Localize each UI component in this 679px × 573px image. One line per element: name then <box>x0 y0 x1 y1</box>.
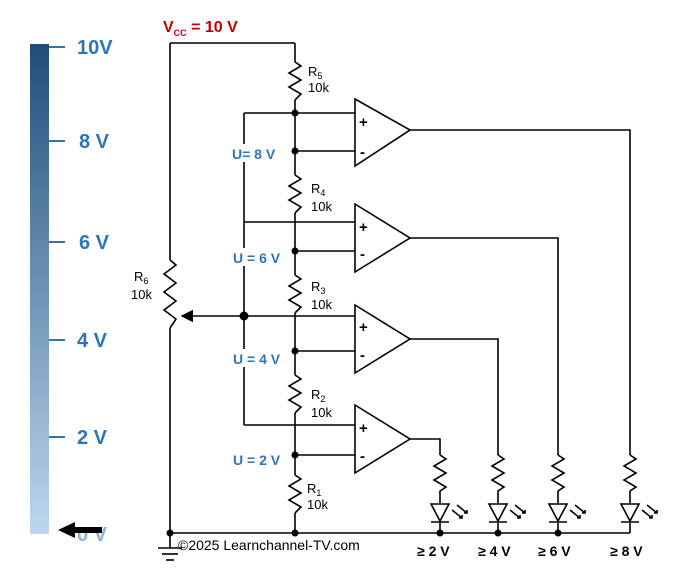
led-2v-icon <box>429 503 468 523</box>
scale-label-6: 6 V <box>79 232 110 254</box>
potentiometer-r6-icon <box>162 259 178 329</box>
svg-text:10k: 10k <box>131 287 152 302</box>
svg-text:R6: R6 <box>134 269 148 286</box>
comparator-8v: + - <box>354 97 412 168</box>
led-8v-icon <box>619 503 658 523</box>
svg-text:10k: 10k <box>311 199 332 214</box>
voltage-scale: 10V 8 V 6 V 4 V 2 V 0 V <box>30 37 113 546</box>
svg-text:R5: R5 <box>308 64 322 81</box>
tap-label-6v: U = 6 V <box>233 250 281 266</box>
svg-text:R4: R4 <box>311 181 325 198</box>
svg-text:R2: R2 <box>311 387 325 404</box>
resistor-r3-label: R3 10k <box>311 279 332 312</box>
vcc-label: VCC = 10 V <box>163 19 238 38</box>
svg-text:+: + <box>359 319 368 336</box>
svg-text:-: - <box>360 144 365 161</box>
led-6v-icon <box>547 503 586 523</box>
scale-label-2: 2 V <box>77 427 108 449</box>
scale-label-10: 10V <box>77 37 113 59</box>
svg-text:R3: R3 <box>311 279 325 296</box>
tap-label-4v: U = 4 V <box>233 351 281 367</box>
resistor-r5-label: R5 10k <box>308 64 329 95</box>
svg-text:+: + <box>359 420 368 437</box>
scale-label-8: 8 V <box>79 131 110 153</box>
resistor-r2-label: R2 10k <box>311 387 332 420</box>
comparator-6v: + - <box>354 202 412 274</box>
scale-label-4: 4 V <box>77 330 108 352</box>
svg-text:10k: 10k <box>307 497 328 512</box>
svg-text:+: + <box>359 114 368 131</box>
resistor-r1-label: R1 10k <box>307 481 328 512</box>
junctions <box>166 109 562 537</box>
wiring <box>158 42 631 561</box>
potentiometer-r6-label: R6 10k <box>131 269 152 302</box>
svg-text:10k: 10k <box>311 405 332 420</box>
comparator-2v: + - <box>354 403 412 475</box>
comparator-4v: + - <box>354 303 412 375</box>
tap-label-2v: U = 2 V <box>233 452 281 468</box>
resistor-r3-icon <box>287 274 303 314</box>
resistor-r4-icon <box>287 174 303 214</box>
voltage-scale-bar <box>30 44 49 534</box>
svg-text:-: - <box>360 448 365 465</box>
led-resistor-4v-icon <box>490 454 506 503</box>
output-label-8v: ≥ 8 V <box>610 543 643 559</box>
resistor-r1-icon <box>287 474 303 514</box>
copyright-notice: ©2025 Learnchannel-TV.com <box>178 537 360 553</box>
resistor-r4-label: R4 10k <box>311 181 332 214</box>
output-label-2v: ≥ 2 V <box>417 543 450 559</box>
tap-label-8v: U= 8 V <box>232 146 276 162</box>
svg-text:+: + <box>359 219 368 236</box>
svg-text:10k: 10k <box>311 297 332 312</box>
svg-text:-: - <box>360 347 365 364</box>
resistor-r5-icon <box>287 61 303 101</box>
output-label-6v: ≥ 6 V <box>538 543 571 559</box>
level-pointer-arrow-icon <box>58 522 102 538</box>
led-resistor-2v-icon <box>432 454 448 503</box>
svg-text:-: - <box>360 246 365 263</box>
resistor-r2-icon <box>287 374 303 414</box>
output-label-4v: ≥ 4 V <box>478 543 511 559</box>
svg-text:10k: 10k <box>308 80 329 95</box>
svg-text:R1: R1 <box>307 481 321 498</box>
led-resistor-8v-icon <box>622 454 638 503</box>
led-resistor-6v-icon <box>550 454 566 503</box>
led-4v-icon <box>487 503 526 523</box>
